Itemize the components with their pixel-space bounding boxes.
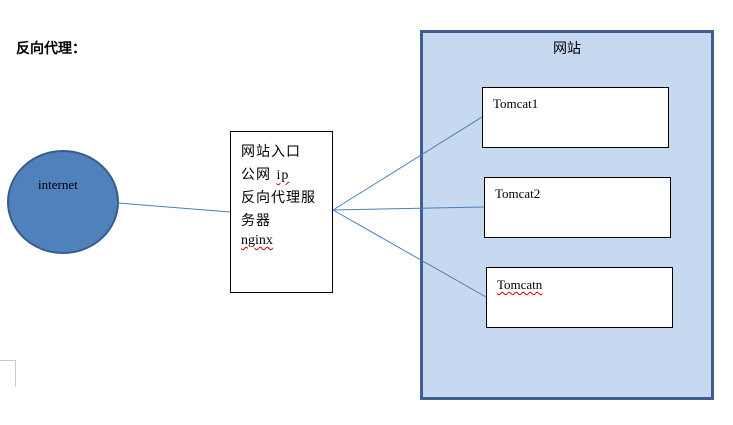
connector-proxy-tomcat1 [332,116,483,211]
proxy-ip-label: ip [276,168,290,183]
page-corner-mark-vertical [15,360,16,387]
connector-internet-proxy [117,202,231,213]
connector-proxy-tomcatn [332,209,487,298]
tomcat2-label: Tomcat2 [495,186,541,201]
diagram-title: 反向代理： [16,41,86,57]
proxy-text-line: 网站入口 [241,144,301,160]
page-corner-mark [0,360,15,361]
tomcat1-label: Tomcat1 [493,96,539,111]
website-group-label: 网站 [553,41,581,57]
tomcatn-label: Tomcatn [497,277,543,292]
proxy-text-line: 公网 ip [241,164,289,184]
internet-label: internet [38,177,78,192]
internet-node [7,150,119,254]
proxy-text-line: 反向代理服 [241,190,316,206]
proxy-public-label: 公网 [241,167,277,183]
connector-proxy-tomcat2 [332,206,485,211]
tomcat1-server-box [482,87,669,148]
tomcat2-server-box [484,177,671,238]
proxy-nginx-label: nginx [241,233,273,248]
reverse-proxy-box [230,131,333,293]
proxy-text-line: 务器 [241,213,271,229]
tomcatn-server-box [486,267,673,328]
